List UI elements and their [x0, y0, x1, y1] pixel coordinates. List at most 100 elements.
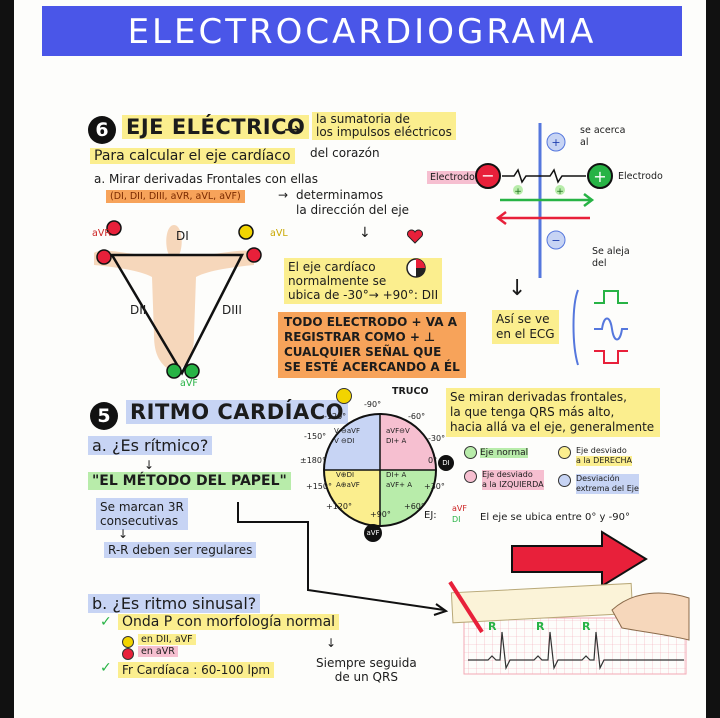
- legend-text: Eje normal: [480, 448, 529, 458]
- marcan-note: Se marcan 3R consecutivas: [96, 498, 188, 530]
- arrow-right-icon: →: [278, 188, 289, 202]
- normal-line: ubica de -30°→ +90°: DII: [288, 288, 439, 302]
- eje-definition: la sumatoria de los impulsos eléctricos: [312, 112, 456, 140]
- einthoven-triangle: [94, 220, 262, 379]
- svg-text:+: +: [556, 187, 564, 197]
- asi-se-ve-note: Así se ve en el ECG: [492, 310, 559, 344]
- ecg-wave-examples: [572, 289, 628, 366]
- deg-label: -150°: [304, 432, 327, 441]
- ej-text: El eje se ubica entre 0° y -90°: [480, 512, 630, 523]
- legend-chip: [464, 446, 477, 459]
- legend-normal: Eje normal: [464, 446, 529, 459]
- deg-label: +30°: [424, 482, 445, 491]
- todo-line: CUALQUIER SEÑAL QUE: [284, 345, 442, 359]
- vector-diagram: − + + − + +: [475, 123, 613, 278]
- di-label: DI: [176, 229, 189, 243]
- legend-text: a la IZQUIERDA: [482, 480, 544, 490]
- deg-label: -120°: [324, 412, 347, 421]
- q-line: aVF⊖V: [386, 427, 410, 435]
- minus-badge-icon: [122, 648, 134, 660]
- arrow-down-icon: ↓: [508, 276, 527, 301]
- se-acerca-line: se acerca: [580, 125, 626, 136]
- se-aleja-line: del: [592, 258, 607, 269]
- ecg-strip: [448, 580, 690, 675]
- arrow-right-icon: →: [284, 117, 301, 141]
- avf-badge: aVF: [364, 524, 382, 542]
- electrode-green-icon: [166, 363, 182, 379]
- electrode-label: Electrodo: [618, 171, 663, 182]
- miran-line: la que tenga QRS más alto,: [450, 405, 615, 419]
- q-line: aVF+ A: [386, 481, 412, 489]
- hand-icon: [611, 592, 690, 641]
- question-a: a. ¿Es rítmico?: [88, 436, 213, 455]
- electrode-yellow-icon: [238, 224, 254, 240]
- metodo-papel: "EL MÉTODO DEL PAPEL": [88, 472, 291, 490]
- determ-line: determinamos: [296, 188, 384, 202]
- avl-label: aVL: [270, 228, 288, 239]
- normal-line: normalmente se: [288, 274, 387, 288]
- todo-line: REGISTRAR COMO + ⊥: [284, 330, 436, 344]
- determ-text: determinamos la dirección del eje: [296, 188, 409, 218]
- legend-text: Eje desviado: [482, 470, 544, 480]
- triangle-lines: [109, 253, 245, 376]
- ej-di: DI: [452, 515, 461, 524]
- dii-label: DII: [130, 303, 147, 317]
- svg-text:+: +: [551, 136, 560, 149]
- check-icon: ✓: [100, 660, 112, 676]
- en-avr: en aVR: [138, 646, 178, 657]
- q-line: DI+ A: [386, 437, 407, 445]
- legend-text: Eje desviado: [576, 446, 627, 455]
- arrow-down-icon: ↓: [359, 225, 371, 241]
- torso-silhouette: [94, 225, 254, 373]
- ritmo-heading: RITMO CARDÍACO: [126, 400, 348, 424]
- siempre-qrs: Siempre seguida de un QRS: [316, 656, 417, 684]
- arrow-down-icon: ↓: [144, 458, 155, 472]
- def-line: la sumatoria de: [316, 112, 410, 126]
- se-aleja-note: Se aleja del: [592, 246, 630, 270]
- legend-text: Desviación: [576, 474, 639, 484]
- sheet: ELECTROCARDIOGRAMA 6 EJE ELÉCTRICO → la …: [14, 0, 706, 718]
- se-acerca-line: al: [580, 137, 589, 148]
- svg-text:−: −: [551, 234, 560, 247]
- pen-icon: [448, 580, 484, 634]
- miran-line: hacia allá va el eje, generalmente: [450, 420, 655, 434]
- big-arrow-icon: [511, 530, 648, 588]
- rr-note: R-R deben ser regulares: [104, 542, 257, 558]
- clock-icon: [406, 258, 426, 278]
- electrode-label: Electrodo: [427, 171, 478, 184]
- legend-text: a la DERECHA: [576, 456, 633, 466]
- def-line: los impulsos eléctricos: [316, 125, 452, 139]
- deg-label: -60°: [408, 412, 426, 421]
- calc-text: Para calcular el eje cardíaco: [90, 148, 295, 164]
- deg-label: +150°: [306, 482, 332, 491]
- determ-line: la dirección del eje: [296, 203, 410, 217]
- avf-label: aVF: [180, 378, 198, 389]
- di-badge: DI: [438, 455, 454, 471]
- eje-heading: EJE ELÉCTRICO: [122, 115, 310, 139]
- section-number-5: 5: [90, 402, 118, 430]
- legend-text: extrema del Eje: [576, 484, 639, 494]
- deg-label: -90°: [364, 400, 382, 409]
- todo-electrodo-note: TODO ELECTRODO + VA A REGISTRAR COMO + ⊥…: [278, 312, 466, 378]
- truco-label: TRUCO: [392, 386, 429, 397]
- se-aleja-line: Se aleja: [592, 246, 630, 257]
- electrode-green-icon: [184, 363, 200, 379]
- diii-label: DIII: [222, 303, 242, 317]
- deg-label: ±180°: [300, 456, 326, 465]
- check-icon: ✓: [100, 614, 112, 630]
- electrode-red-icon: [106, 220, 122, 236]
- r-label: R: [488, 620, 497, 633]
- legend-chip: [464, 470, 477, 483]
- asi-line: en el ECG: [496, 327, 555, 341]
- electrode-red-icon: [246, 247, 262, 263]
- q-line: V ⊖aVF: [334, 427, 360, 435]
- electrode-red-icon: [96, 249, 112, 265]
- miran-note: Se miran derivadas frontales, la que ten…: [446, 388, 660, 437]
